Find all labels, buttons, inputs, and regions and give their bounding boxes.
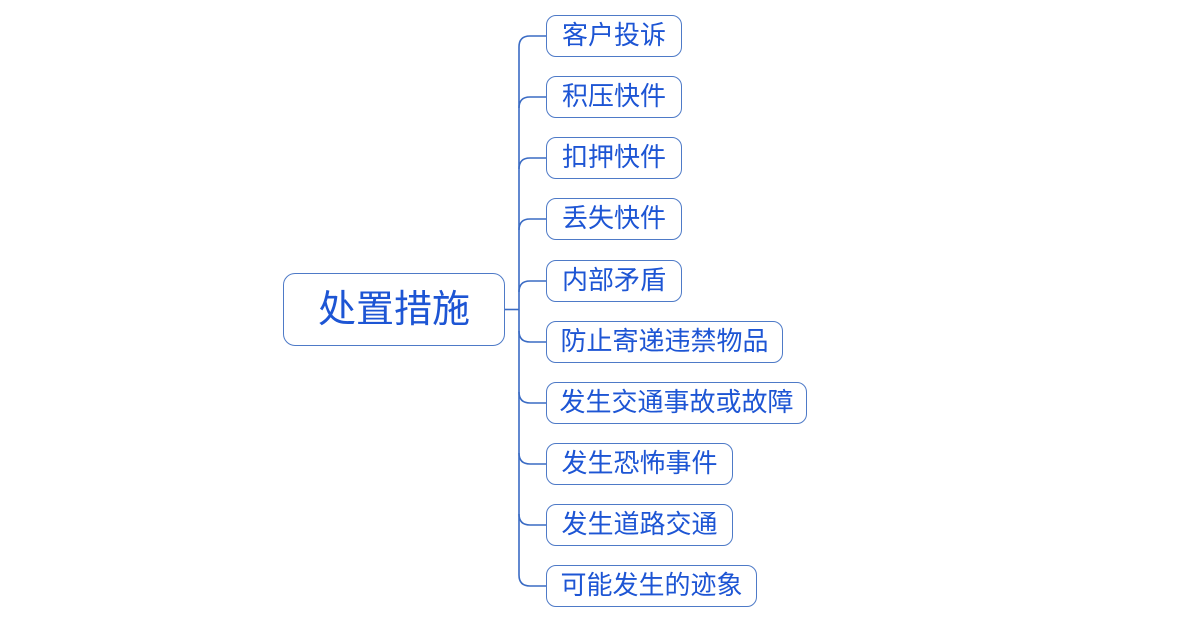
root-topic-node[interactable]: 处置措施 xyxy=(283,273,505,346)
root-topic-label: 处置措施 xyxy=(317,288,470,331)
topic-label: 发生道路交通 xyxy=(561,510,718,539)
topic-node[interactable]: 发生道路交通 xyxy=(546,504,733,546)
topic-label: 防止寄递违禁物品 xyxy=(560,327,769,356)
topic-label: 发生交通事故或故障 xyxy=(559,388,794,417)
topic-label: 积压快件 xyxy=(561,82,666,111)
topic-node[interactable]: 丢失快件 xyxy=(546,198,682,240)
topic-label: 发生恐怖事件 xyxy=(561,449,718,478)
topic-node[interactable]: 客户投诉 xyxy=(546,15,682,57)
topic-label: 内部矛盾 xyxy=(561,266,666,295)
topic-label: 丢失快件 xyxy=(561,204,666,233)
topic-node[interactable]: 防止寄递违禁物品 xyxy=(546,321,783,363)
topic-node[interactable]: 发生交通事故或故障 xyxy=(546,382,807,424)
topic-label: 扣押快件 xyxy=(561,143,666,172)
topic-label: 可能发生的迹象 xyxy=(560,571,743,600)
topic-label: 客户投诉 xyxy=(561,21,666,50)
topic-node[interactable]: 积压快件 xyxy=(546,76,682,118)
topic-node[interactable]: 可能发生的迹象 xyxy=(546,565,757,607)
topic-node[interactable]: 内部矛盾 xyxy=(546,260,682,302)
topic-node[interactable]: 扣押快件 xyxy=(546,137,682,179)
topic-node[interactable]: 发生恐怖事件 xyxy=(546,443,733,485)
